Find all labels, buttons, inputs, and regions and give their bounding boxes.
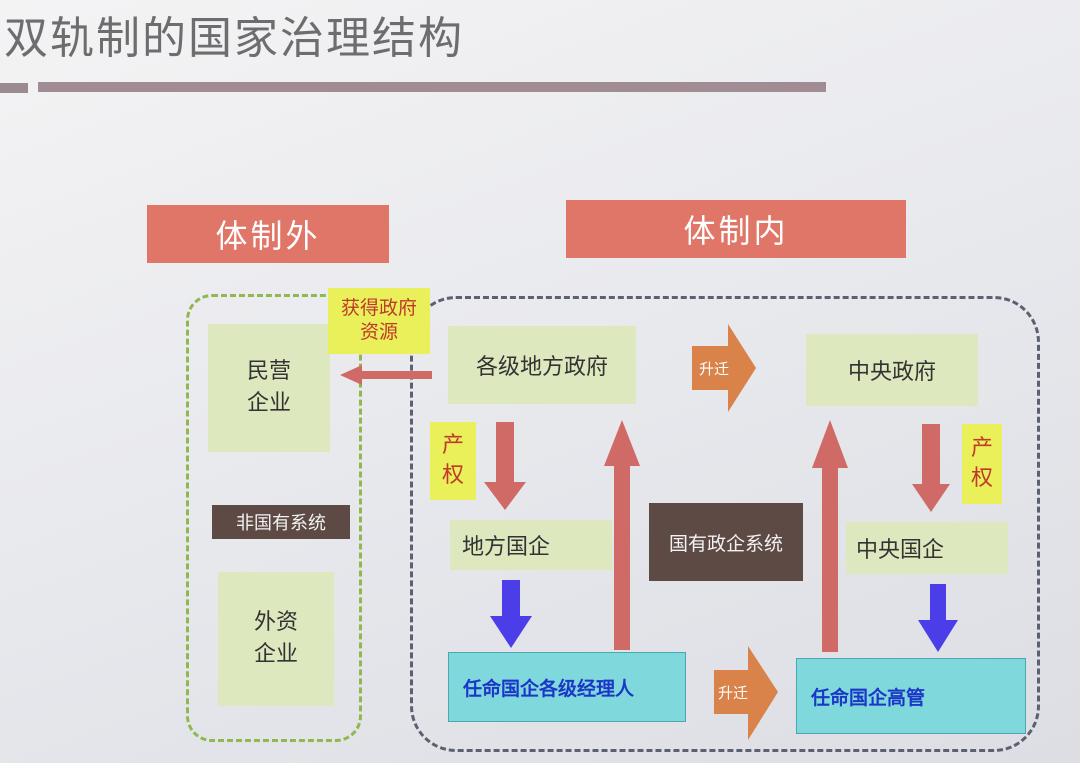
title-rule-long	[38, 82, 826, 92]
property-right-tag-right: 产 权	[962, 424, 1002, 504]
local-soe-box: 地方国企	[450, 520, 612, 570]
appoint-arrow-left	[490, 580, 532, 648]
promotion-label-top: 升迁	[699, 360, 730, 378]
local-government-box: 各级地方政府	[448, 326, 636, 404]
appoint-arrow-right	[918, 584, 958, 652]
gov-resources-label: 获得政府 资源	[328, 288, 430, 354]
non-state-system-label: 非国有系统	[212, 505, 350, 539]
central-government-box: 中央政府	[806, 334, 978, 406]
state-system-label: 国有政企系统	[649, 503, 803, 581]
central-soe-box: 中央国企	[846, 522, 1008, 574]
title-rule-short	[0, 83, 28, 93]
header-outside-system: 体制外	[147, 205, 389, 263]
central-executives-box: 任命国企高管	[796, 658, 1026, 734]
property-arrow-down-left	[484, 422, 526, 510]
inside-system-container	[410, 296, 1040, 752]
private-enterprise-box: 民营 企业	[208, 324, 330, 452]
header-inside-system: 体制内	[566, 200, 906, 258]
resource-arrow-left	[340, 365, 432, 385]
outside-system-container	[186, 294, 362, 742]
promotion-arrow-bottom	[714, 646, 778, 740]
promotion-label-bottom: 升迁	[718, 684, 749, 702]
property-arrow-down-right	[912, 424, 950, 512]
promotion-arrow-up-left	[604, 420, 640, 650]
property-right-tag-left: 产 权	[430, 422, 476, 500]
page-title: 双轨制的国家治理结构	[4, 13, 464, 64]
promotion-arrow-top	[692, 324, 756, 412]
local-managers-box: 任命国企各级经理人	[448, 652, 686, 722]
promotion-arrow-up-right	[812, 420, 848, 652]
foreign-enterprise-box: 外资 企业	[218, 572, 334, 706]
